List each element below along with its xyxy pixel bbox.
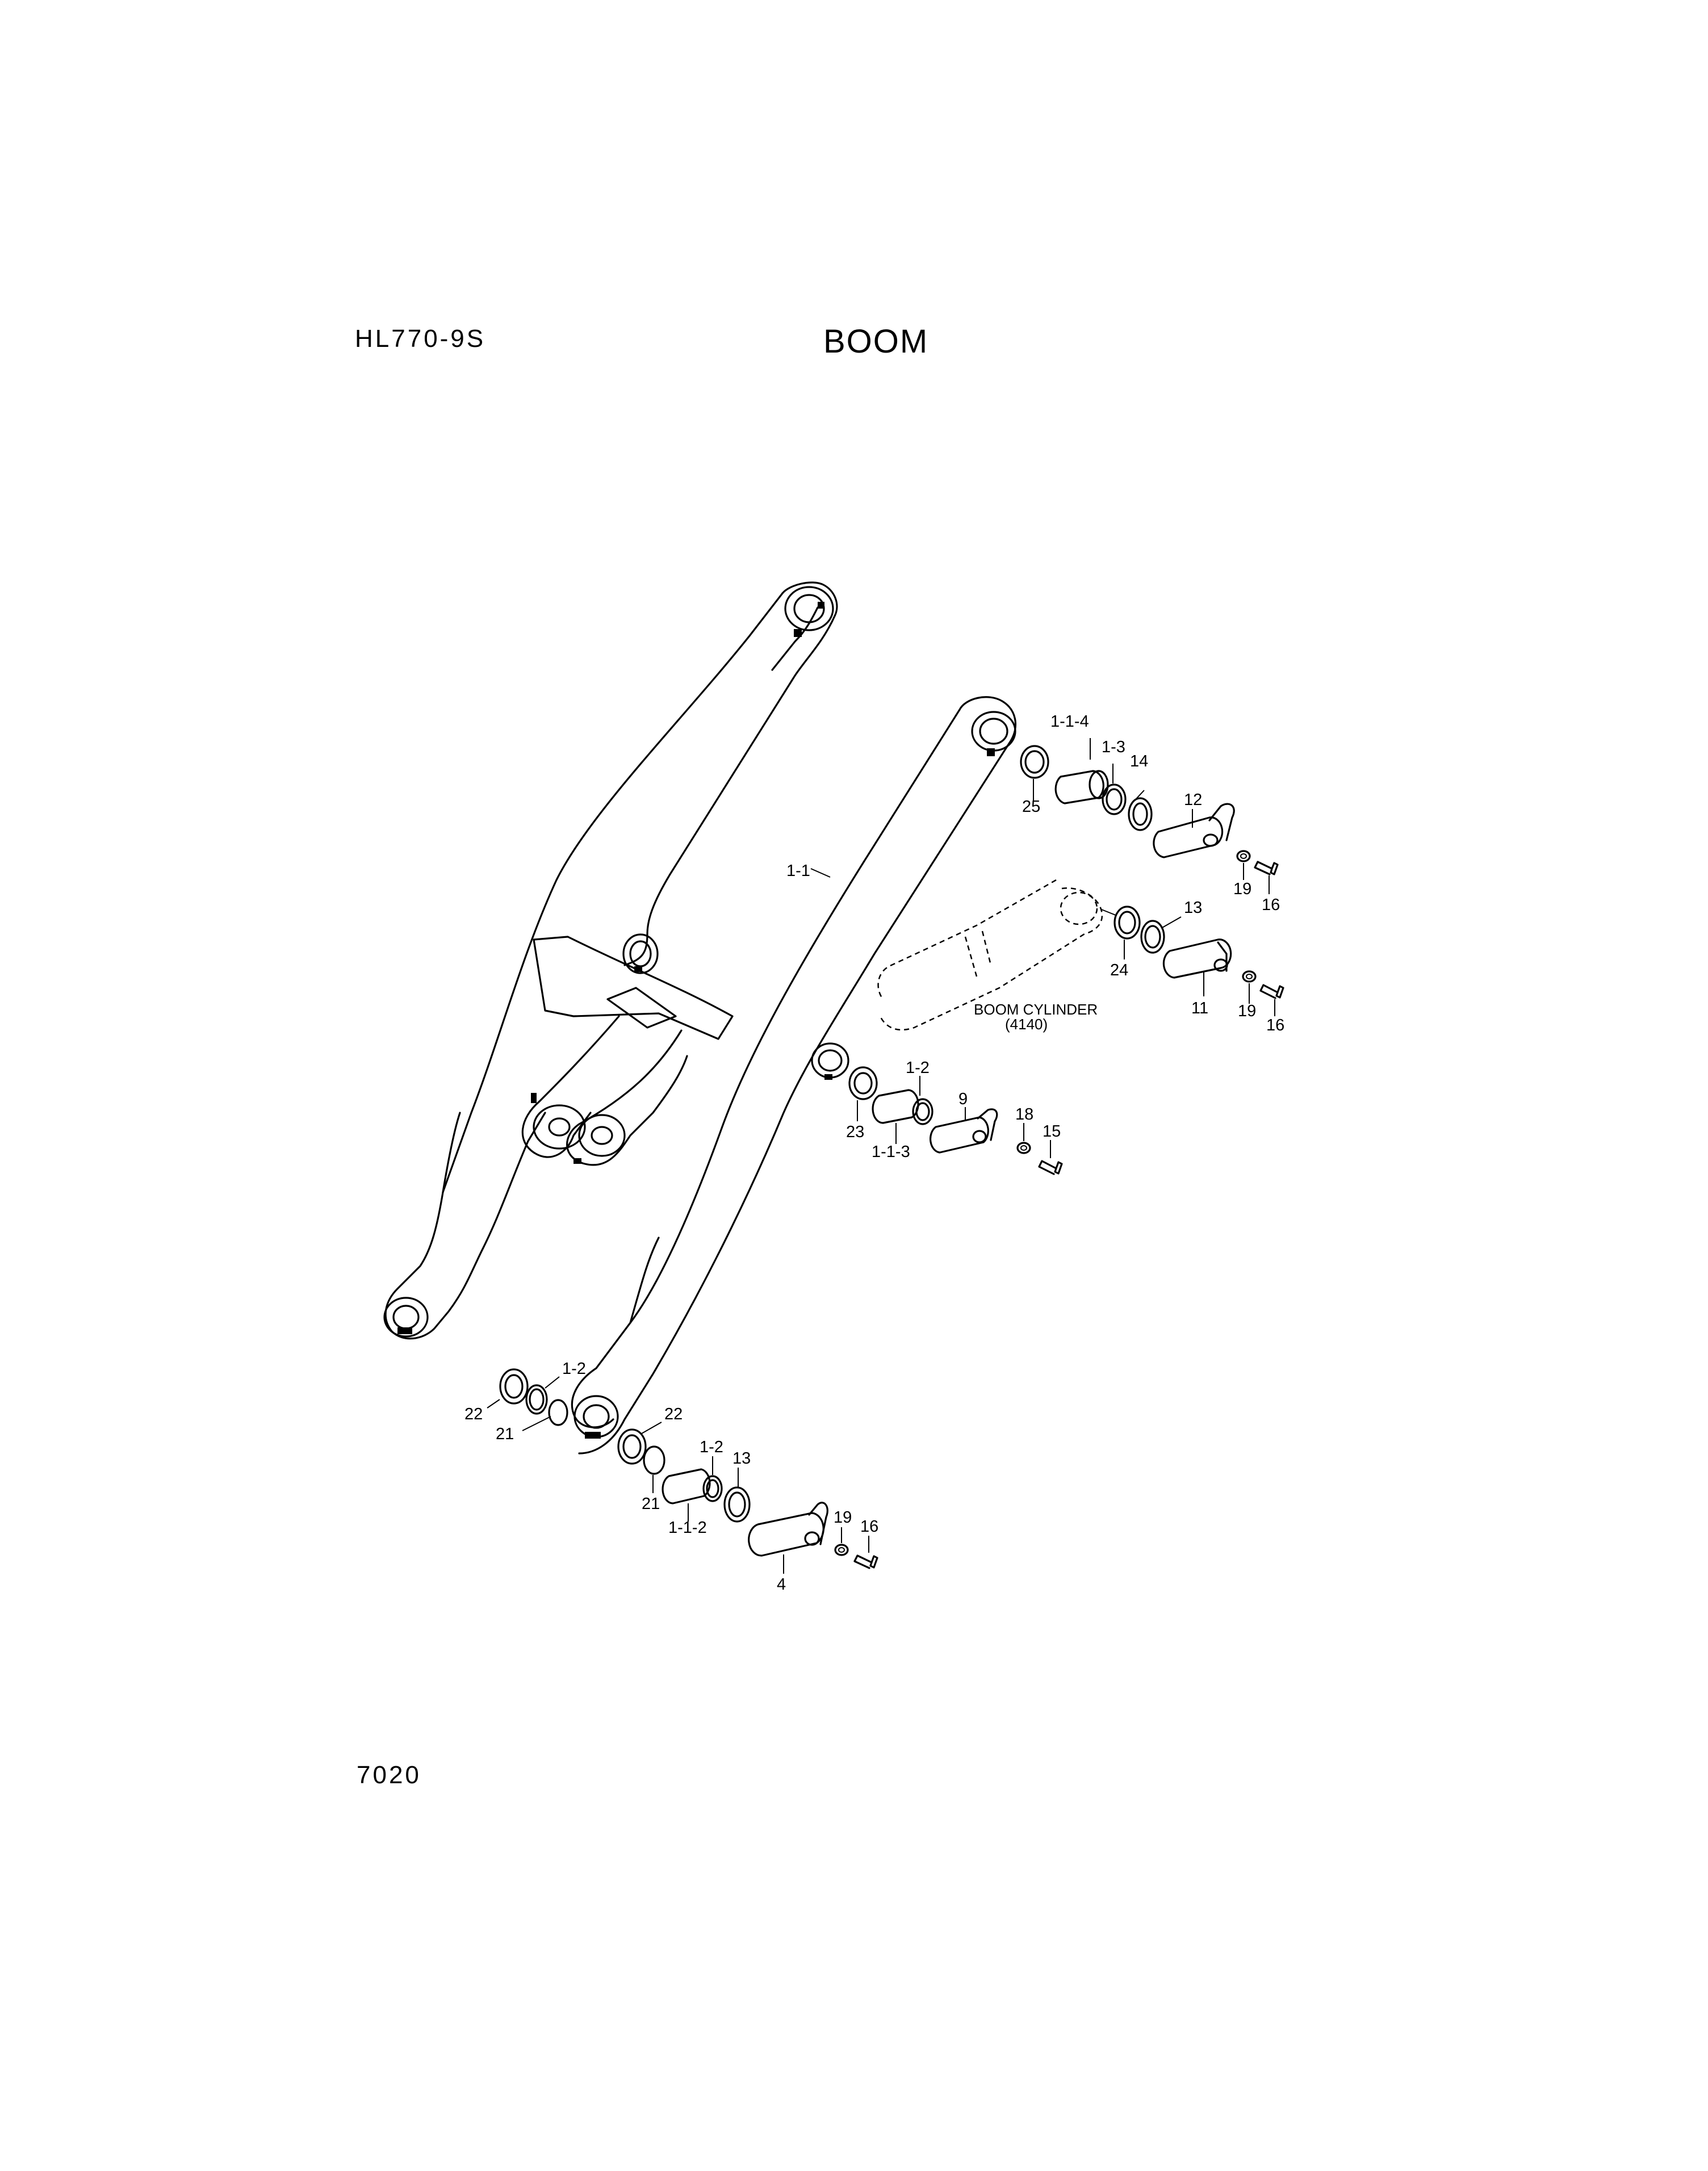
callout-1-1-3: 1-1-3 <box>872 1143 910 1161</box>
lower-left-washer-group <box>487 1368 568 1431</box>
callout-11: 11 <box>1191 999 1208 1017</box>
callout-1-1-2: 1-1-2 <box>668 1519 707 1537</box>
middle-pin-group <box>848 1066 1063 1175</box>
callout-1-2b: 1-2 <box>562 1360 586 1378</box>
callout-12: 12 <box>1184 791 1202 809</box>
callout-18: 18 <box>1015 1105 1033 1124</box>
page-title: BOOM <box>823 323 929 360</box>
callout-24: 24 <box>1110 961 1128 979</box>
callout-9: 9 <box>958 1090 968 1108</box>
right-boom-arm <box>571 696 1016 1455</box>
top-pin-group <box>1020 738 1279 894</box>
callout-1-3: 1-3 <box>1102 738 1125 756</box>
cylinder-ref: (4140) <box>1005 1016 1048 1033</box>
left-boom-arm <box>383 581 838 1340</box>
callout-14: 14 <box>1130 752 1148 770</box>
cylinder-pin-group <box>1101 906 1284 1016</box>
callout-25: 25 <box>1022 798 1040 816</box>
leader-1-1 <box>810 868 831 878</box>
callout-19a: 19 <box>1233 880 1251 898</box>
callout-1-1-4: 1-1-4 <box>1050 713 1089 731</box>
callout-13b: 13 <box>732 1449 751 1468</box>
callout-1-2c: 1-2 <box>700 1438 723 1456</box>
callout-4: 4 <box>777 1575 786 1594</box>
callout-16b: 16 <box>1266 1016 1284 1034</box>
callout-23: 23 <box>846 1123 864 1141</box>
cross-member <box>521 936 734 1166</box>
callout-15: 15 <box>1043 1122 1061 1141</box>
callout-21b: 21 <box>642 1495 660 1513</box>
model-code: HL770-9S <box>355 325 486 353</box>
callout-16a: 16 <box>1262 896 1280 914</box>
callout-1-2a: 1-2 <box>906 1059 930 1077</box>
callout-22b: 22 <box>664 1405 683 1423</box>
page-number: 7020 <box>357 1761 421 1789</box>
callout-21a: 21 <box>496 1425 514 1443</box>
callout-1-1: 1-1 <box>786 862 810 880</box>
boom-cylinder-phantom <box>877 879 1103 1031</box>
callout-22a: 22 <box>464 1405 483 1423</box>
callout-19b: 19 <box>1238 1002 1256 1020</box>
callout-16c: 16 <box>860 1518 878 1536</box>
bottom-pin-group <box>617 1422 878 1574</box>
cylinder-name: BOOM CYLINDER <box>974 1001 1098 1018</box>
callout-13a: 13 <box>1184 899 1202 917</box>
callout-19c: 19 <box>834 1508 852 1527</box>
part-callouts: 1-1-4 1-3 14 25 12 19 16 1-1 13 24 11 19… <box>464 713 1284 1594</box>
